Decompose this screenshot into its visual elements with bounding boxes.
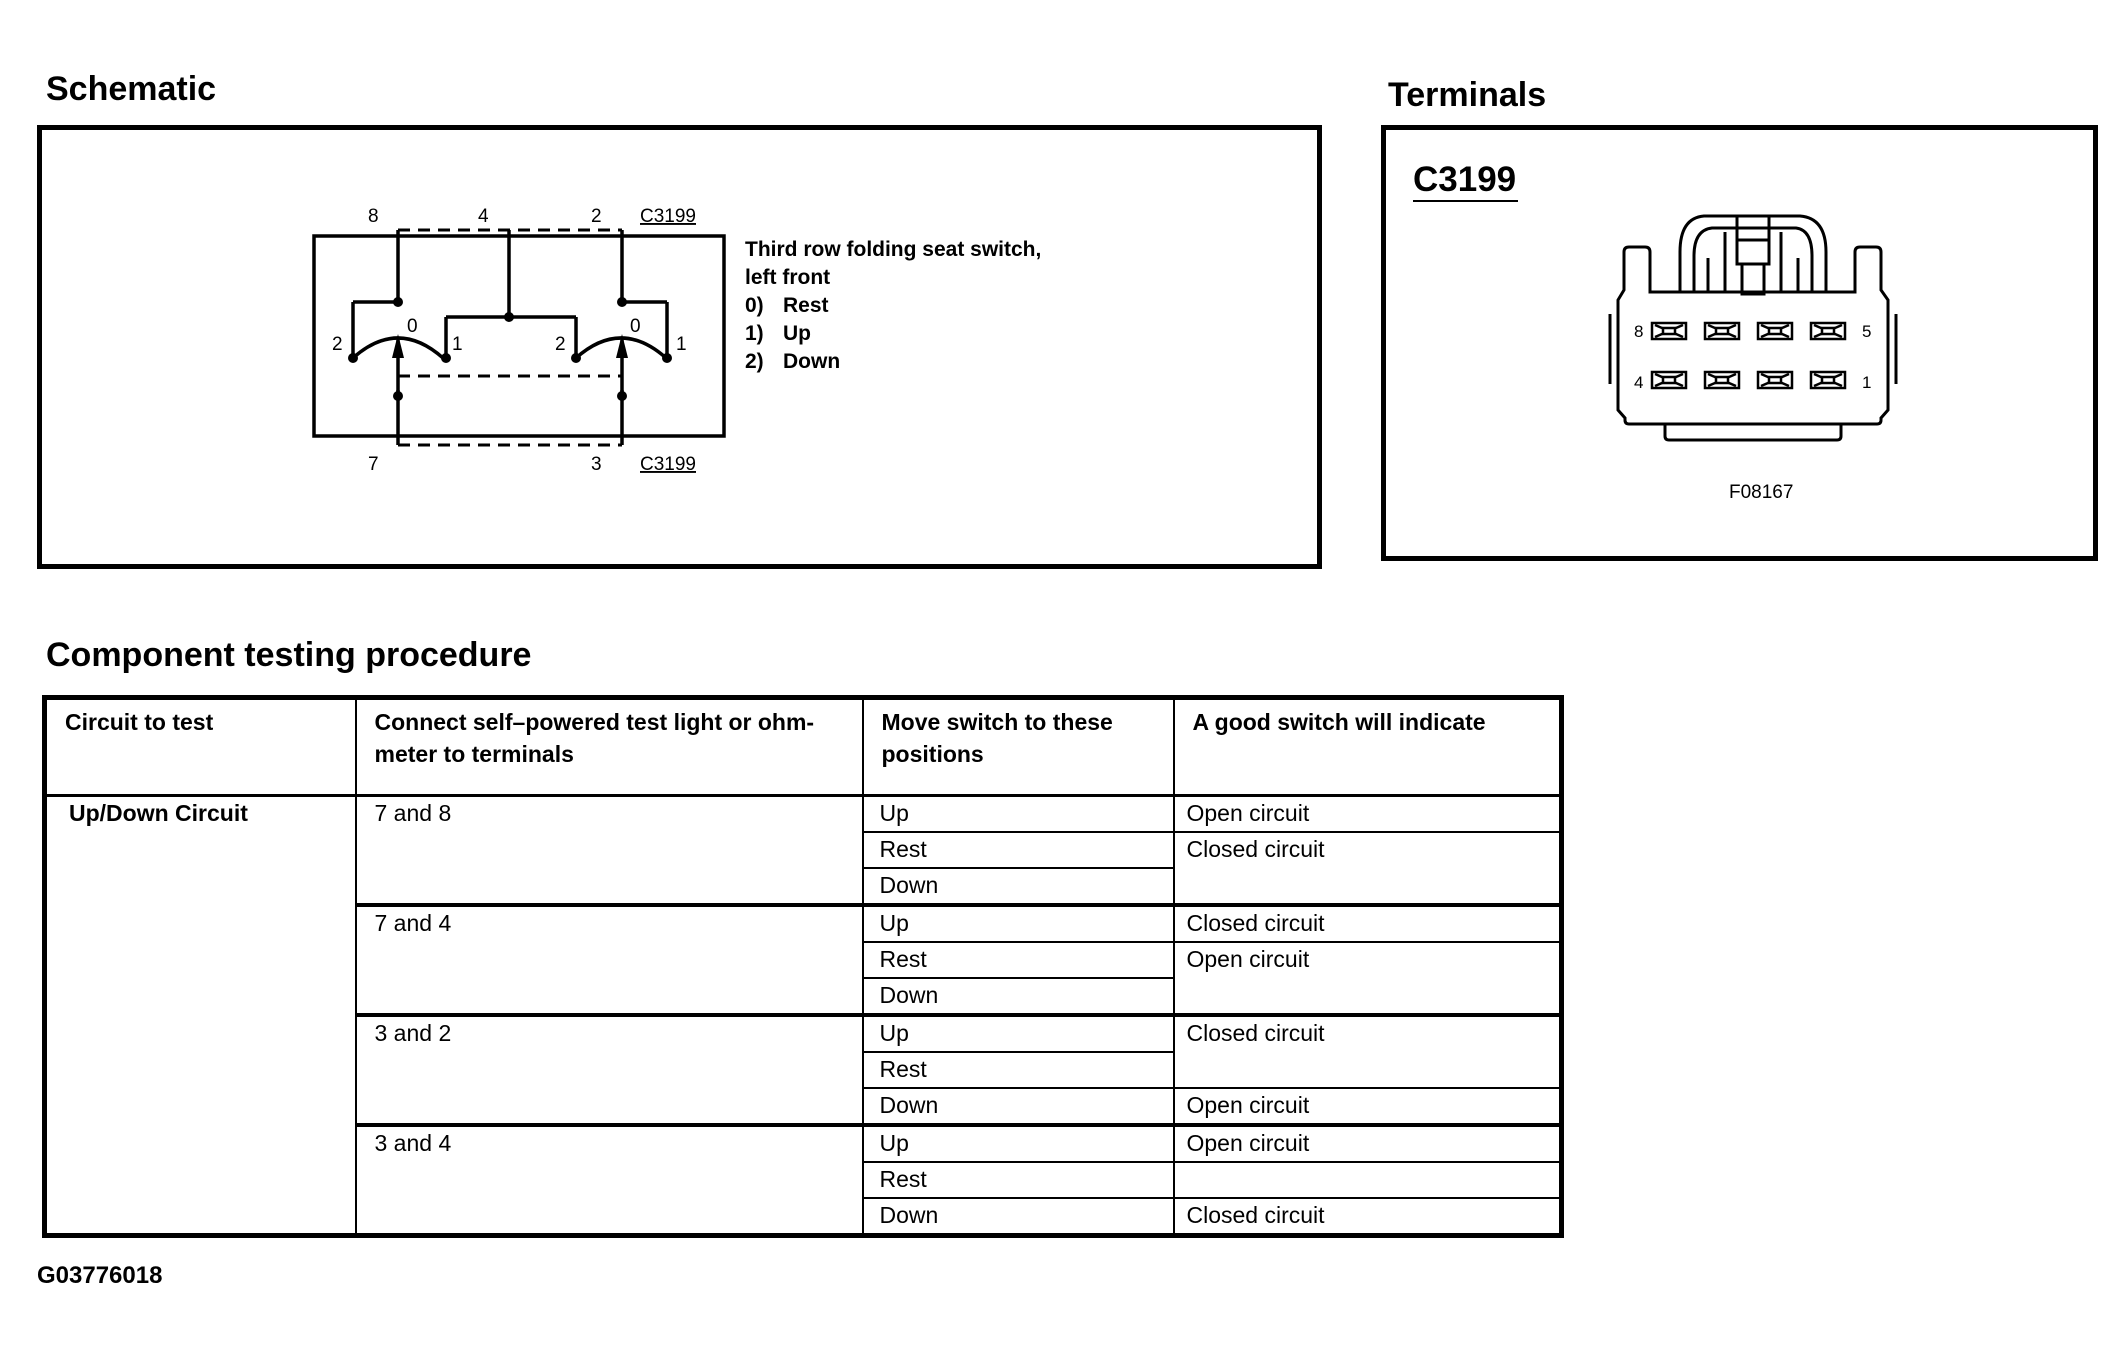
position-cell: Up bbox=[861, 1013, 1175, 1053]
right-switch-pos-0: 0 bbox=[630, 316, 641, 337]
position-cell: Down bbox=[861, 1087, 1175, 1126]
position-cell: Up bbox=[861, 1123, 1175, 1163]
result-cell: Open circuit bbox=[1172, 941, 1563, 1016]
switch-legend: Third row folding seat switch, left fron… bbox=[745, 236, 1041, 376]
terminals-cell: 7 and 4 bbox=[354, 903, 864, 1016]
pin-7-label: 7 bbox=[368, 454, 379, 475]
result-cell: Closed circuit bbox=[1172, 903, 1563, 943]
result-cell: Closed circuit bbox=[1172, 831, 1563, 906]
position-cell: Down bbox=[861, 867, 1175, 906]
result-cell: Open circuit bbox=[1172, 1123, 1563, 1163]
connector-label-top: C3199 bbox=[640, 206, 696, 227]
terminal-cavity bbox=[1650, 370, 1688, 390]
result-cell: Closed circuit bbox=[1172, 1013, 1563, 1089]
position-cell: Down bbox=[861, 1197, 1175, 1237]
terminal-pin-5-label: 5 bbox=[1862, 322, 1871, 341]
terminal-cavity-center bbox=[1714, 375, 1730, 385]
right-switch-pos-2: 2 bbox=[555, 334, 566, 355]
terminal-cavity-center bbox=[1661, 375, 1677, 385]
terminal-cavity bbox=[1703, 370, 1741, 390]
result-cell: Open circuit bbox=[1172, 1087, 1563, 1126]
connector-id: C3199 bbox=[1413, 160, 1519, 203]
terminal-cavity-center bbox=[1820, 375, 1836, 385]
terminal-cavity bbox=[1809, 370, 1847, 390]
terminal-cavity-center bbox=[1714, 326, 1730, 336]
terminal-cavity bbox=[1703, 321, 1741, 341]
legend-title-line2: left front bbox=[745, 266, 831, 289]
position-cell: Rest bbox=[861, 941, 1175, 979]
terminals-cell: 3 and 2 bbox=[354, 1013, 864, 1126]
terminal-cavity-center bbox=[1661, 326, 1677, 336]
header-positions: Move switch to these positions bbox=[861, 696, 1175, 797]
position-cell: Rest bbox=[861, 1051, 1175, 1089]
terminal-cavity-center bbox=[1767, 326, 1783, 336]
table-row: Rest bbox=[45, 1161, 1563, 1199]
terminal-pin-4-label: 4 bbox=[1634, 373, 1643, 392]
result-cell: Open circuit bbox=[1172, 794, 1563, 833]
header-circuit: Circuit to test bbox=[43, 696, 357, 797]
terminal-cavity-center bbox=[1820, 326, 1836, 336]
left-switch-pos-2: 2 bbox=[332, 334, 343, 355]
position-cell: Up bbox=[861, 794, 1175, 833]
right-switch-pos-1: 1 bbox=[676, 334, 687, 355]
schematic-panel bbox=[37, 125, 1322, 569]
position-cell: Rest bbox=[861, 831, 1175, 869]
table-row: Rest bbox=[45, 1051, 1562, 1089]
terminal-pin-8-label: 8 bbox=[1634, 322, 1643, 341]
position-cell: Rest bbox=[861, 1161, 1175, 1199]
header-terminals: Connect self–powered test light or ohm-m… bbox=[354, 696, 864, 797]
procedure-title: Component testing procedure bbox=[46, 636, 532, 674]
terminals-cell: 3 and 4 bbox=[354, 1123, 864, 1237]
result-cell bbox=[1172, 1161, 1563, 1199]
table-row: Down bbox=[45, 977, 1562, 1016]
header-result: A good switch will indicate bbox=[1172, 696, 1563, 797]
terminal-cavity bbox=[1809, 321, 1847, 341]
position-cell: Down bbox=[861, 977, 1175, 1016]
terminals-cell: 7 and 8 bbox=[354, 794, 864, 906]
table-header-row: Circuit to test Connect self–powered tes… bbox=[43, 696, 1563, 797]
schematic-title: Schematic bbox=[46, 70, 217, 108]
terminal-pin-1-label: 1 bbox=[1862, 373, 1871, 392]
left-switch-pos-1: 1 bbox=[452, 334, 463, 355]
legend-item: 2)Down bbox=[745, 350, 841, 373]
terminal-cavity bbox=[1756, 321, 1794, 341]
legend-title-line1: Third row folding seat switch, bbox=[745, 238, 1042, 261]
terminal-cavities bbox=[1650, 321, 1847, 390]
terminal-cavity-center bbox=[1767, 375, 1783, 385]
pin-4-label: 4 bbox=[478, 206, 489, 227]
procedure-table: Circuit to test Connect self–powered tes… bbox=[42, 695, 1564, 1238]
terminals-figure-code: F08167 bbox=[1729, 482, 1794, 503]
terminal-cavity bbox=[1650, 321, 1688, 341]
table-row: Down bbox=[45, 867, 1562, 906]
legend-item: 0)Rest bbox=[745, 294, 829, 317]
pin-3-label: 3 bbox=[591, 454, 602, 475]
figure-id: G03776018 bbox=[37, 1262, 163, 1289]
result-cell: Closed circuit bbox=[1172, 1197, 1563, 1237]
left-switch-pos-0: 0 bbox=[407, 316, 418, 337]
pin-2-label: 2 bbox=[591, 206, 602, 227]
pin-8-label: 8 bbox=[368, 206, 379, 227]
legend-item: 1)Up bbox=[745, 322, 811, 345]
terminals-title: Terminals bbox=[1388, 76, 1547, 114]
position-cell: Up bbox=[861, 903, 1175, 943]
terminal-cavity bbox=[1756, 370, 1794, 390]
terminals-panel bbox=[1381, 125, 2098, 561]
circuit-cell: Up/Down Circuit bbox=[43, 794, 357, 1237]
connector-label-bottom: C3199 bbox=[640, 454, 696, 475]
